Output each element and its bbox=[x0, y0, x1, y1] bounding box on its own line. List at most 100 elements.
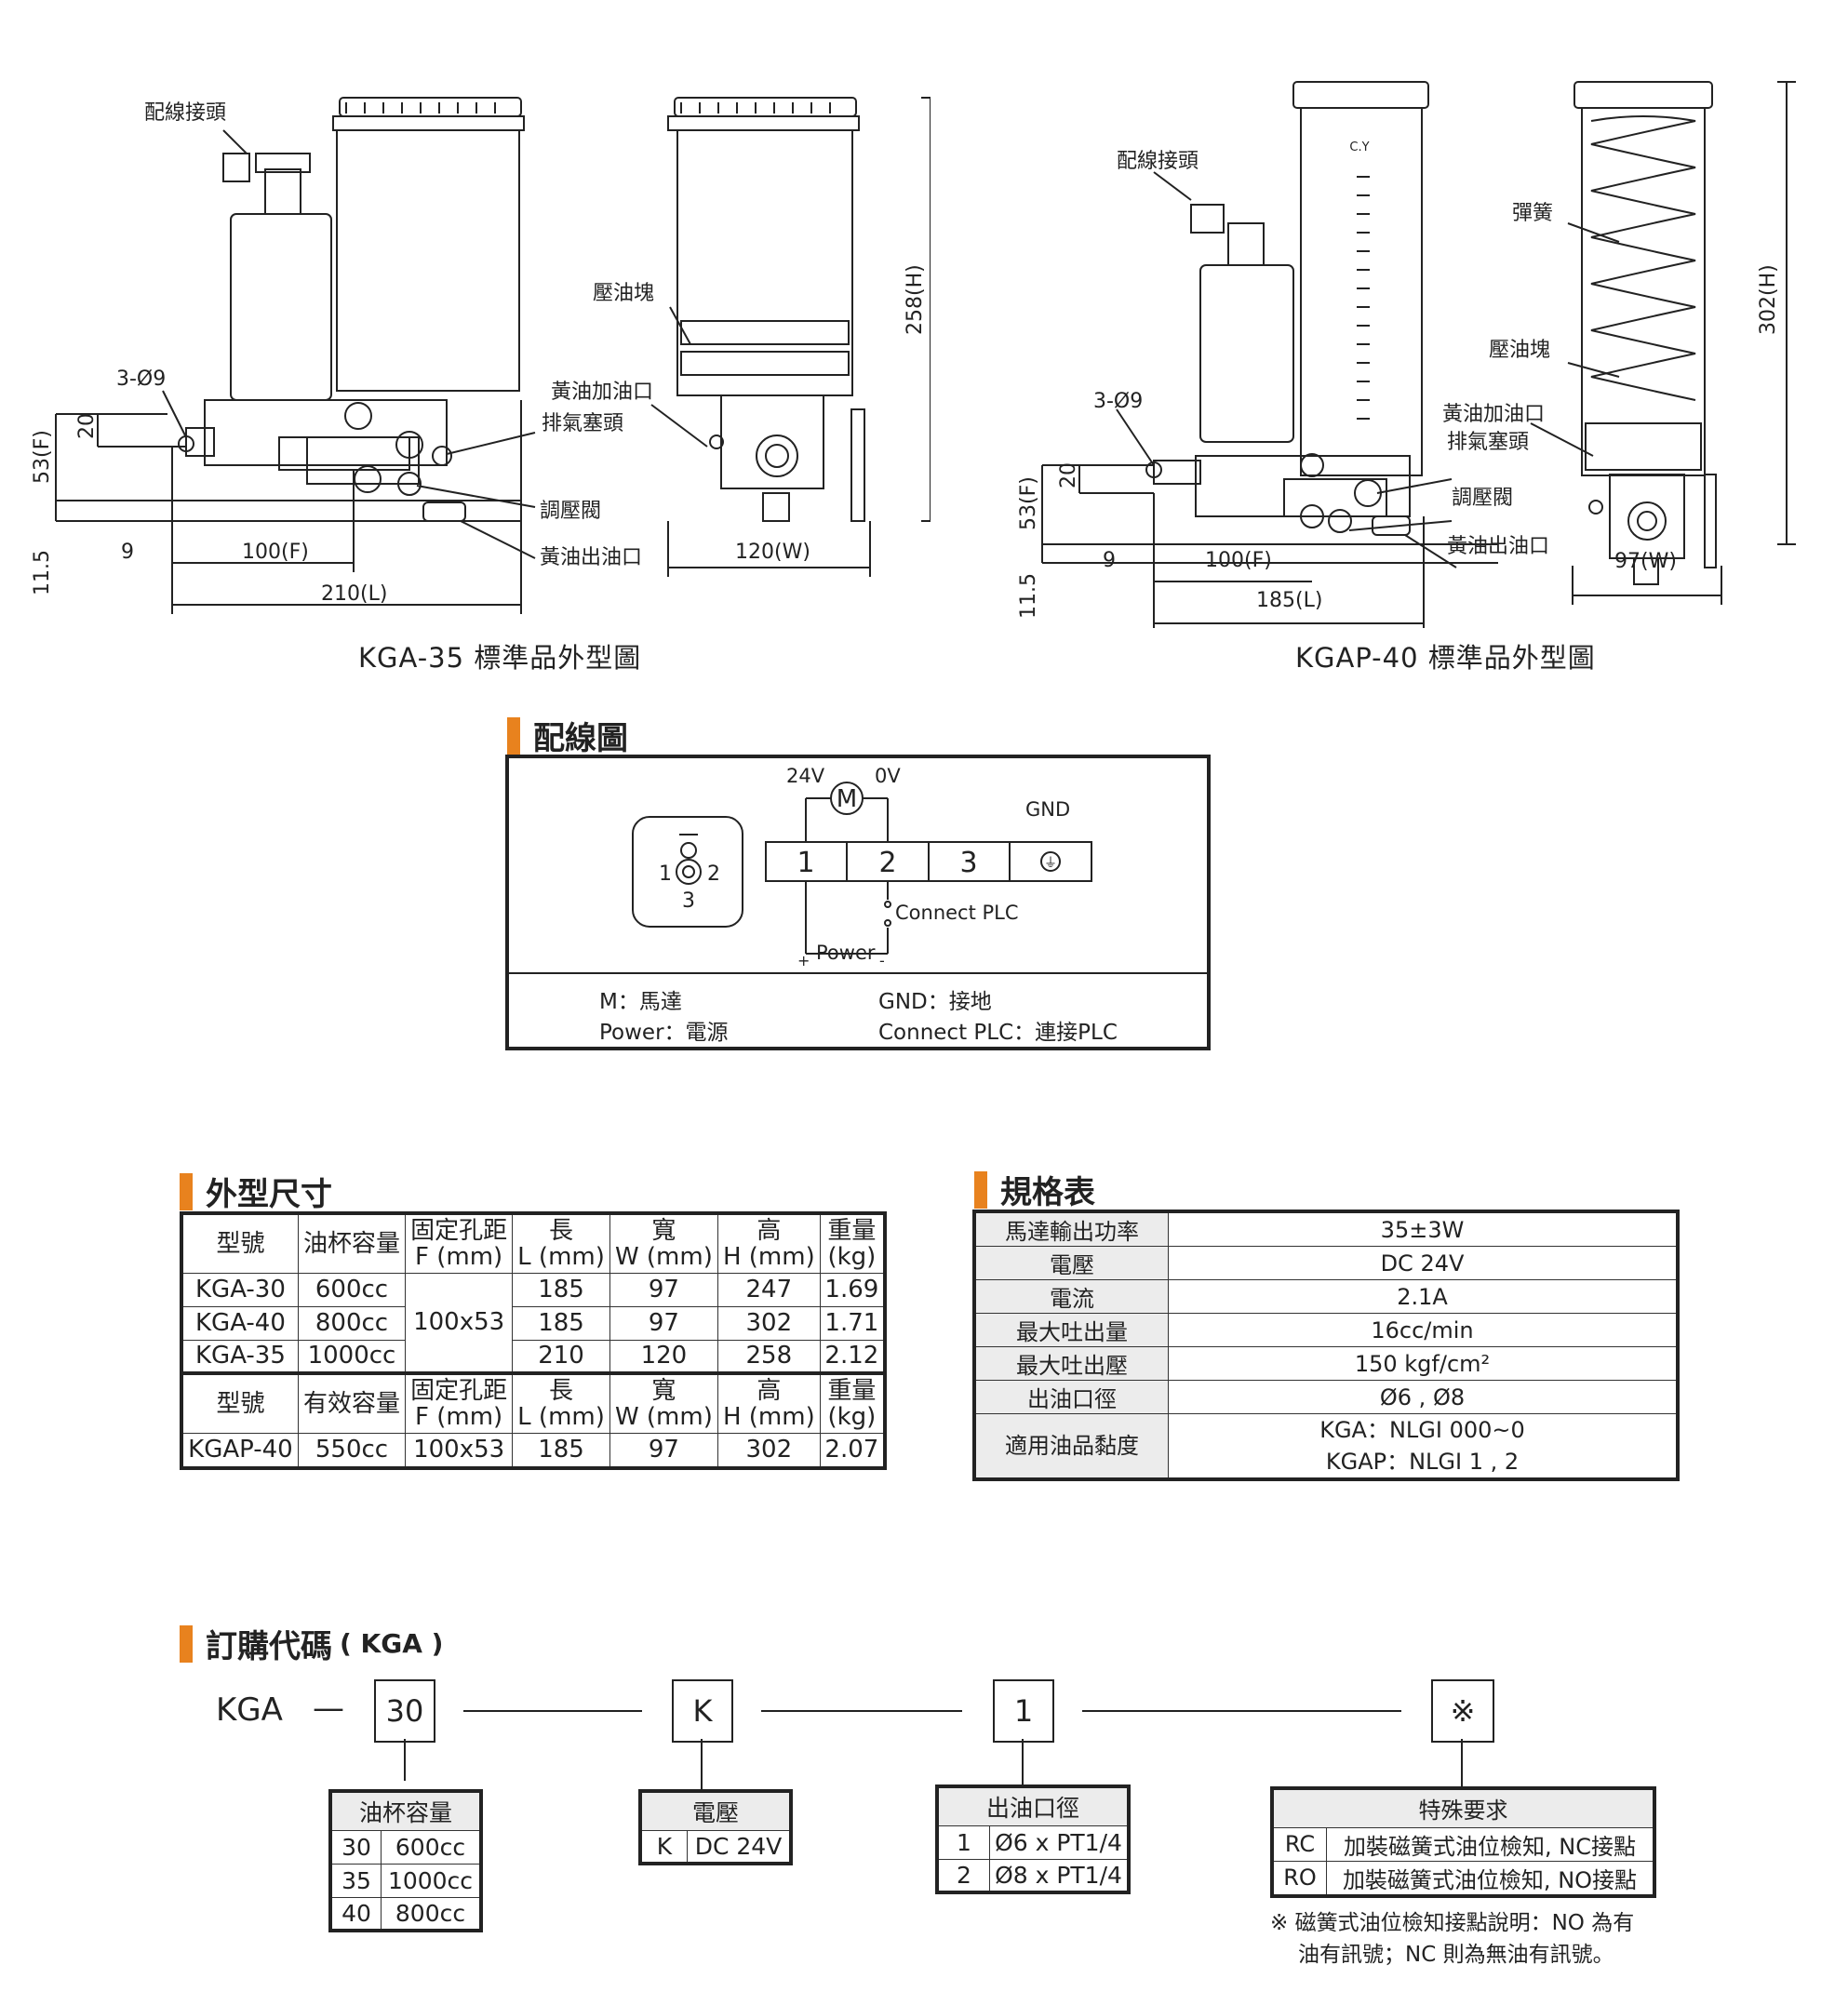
kga35-dim-53f: 53(F) bbox=[31, 430, 54, 484]
wiring-diagram: 24V 0V M GND 1 2 3 ⏚ 1 2 3 Connect PLC P… bbox=[632, 765, 1092, 969]
cell-model: KGA-35 bbox=[181, 1339, 299, 1374]
dimensions-section-title: 外型尺寸 bbox=[180, 1169, 332, 1214]
kgap40-label-plate: 壓油塊 bbox=[1489, 339, 1550, 362]
option-value: Ø8 x PT1/4 bbox=[989, 1858, 1130, 1893]
header-line: 固定孔距 bbox=[410, 1376, 508, 1405]
option-value: DC 24V bbox=[687, 1829, 792, 1865]
cell-model: KGAP-40 bbox=[181, 1432, 299, 1469]
kga35-label-fill: 黃油加油口 bbox=[551, 381, 653, 404]
header-line: 寬 bbox=[651, 1376, 676, 1405]
cell-length: 185 bbox=[512, 1432, 610, 1469]
kgap40-label-holes: 3-Ø9 bbox=[1093, 390, 1143, 413]
cell-fixed-spacing: 100x53 bbox=[405, 1272, 514, 1374]
kga35-dim-9: 9 bbox=[121, 541, 134, 564]
option-code: RO bbox=[1271, 1860, 1327, 1896]
plug-pin-2: 2 bbox=[707, 862, 720, 886]
legend-gnd: GND：接地 bbox=[878, 990, 992, 1014]
header-unit: (kg) bbox=[827, 1242, 877, 1271]
header-unit: W (mm) bbox=[614, 1242, 713, 1271]
header-unit: H (mm) bbox=[722, 1242, 815, 1271]
header-line: 重量 bbox=[827, 1216, 877, 1245]
order-code-capacity: 30 bbox=[374, 1679, 435, 1743]
header-unit: H (mm) bbox=[722, 1402, 815, 1431]
cell-length: 185 bbox=[512, 1272, 610, 1307]
cell-length: 185 bbox=[512, 1305, 610, 1341]
kga35-dim-11-5: 11.5 bbox=[31, 550, 54, 595]
wiring-power-label: Power bbox=[816, 942, 876, 964]
kgap40-label-spring: 彈簧 bbox=[1512, 202, 1553, 225]
wiring-motor-symbol: M bbox=[837, 785, 857, 813]
cell-weight: 1.71 bbox=[819, 1305, 886, 1341]
spec-value: 2.1A bbox=[1168, 1279, 1679, 1314]
connector-line bbox=[1461, 1739, 1463, 1787]
cell-capacity: 600cc bbox=[297, 1272, 407, 1307]
spec-value: 16cc/min bbox=[1168, 1313, 1679, 1347]
cell-model: KGA-40 bbox=[181, 1305, 299, 1341]
order-note-line1: ※ 磁簧式油位檢知接點說明：NO 為有 bbox=[1270, 1911, 1635, 1935]
kgap40-dim-53f: 53(F) bbox=[1017, 476, 1040, 530]
connector-line bbox=[761, 1710, 962, 1712]
legend-plc: Connect PLC：連接PLC bbox=[878, 1021, 1118, 1045]
dimensions-title: 外型尺寸 bbox=[206, 1176, 332, 1213]
cell-height: 258 bbox=[716, 1339, 821, 1374]
cell-model: KGA-30 bbox=[181, 1272, 299, 1307]
cell-length: 210 bbox=[512, 1339, 610, 1374]
wiring-terminal-3: 3 bbox=[959, 847, 977, 879]
table-row: KGA-35 1000cc 210 120 258 2.12 bbox=[181, 1339, 886, 1374]
kga35-caption: KGA-35 標準品外型圖 bbox=[358, 642, 642, 674]
option-code: 40 bbox=[329, 1896, 382, 1931]
wiring-plc-label: Connect PLC bbox=[895, 902, 1019, 924]
section-marker bbox=[974, 1170, 987, 1209]
cell-width: 97 bbox=[609, 1432, 718, 1469]
kgap40-outline-drawing: C.Y 配線接頭 3-Ø9 彈簧 壓油塊 黃油加油口 排氣塞頭 調壓閥 黃油出油… bbox=[1017, 81, 1796, 628]
section-marker bbox=[180, 1624, 193, 1663]
connector-line bbox=[1082, 1710, 1401, 1712]
kga35-label-outlet: 黃油出油口 bbox=[540, 546, 642, 569]
spec-value: Ø6 , Ø8 bbox=[1168, 1380, 1679, 1414]
header-unit: F (mm) bbox=[415, 1402, 503, 1431]
wiring-24v-label: 24V bbox=[786, 765, 825, 787]
spec-label: 最大吐出量 bbox=[973, 1313, 1169, 1347]
spec-label: 電流 bbox=[973, 1279, 1169, 1314]
option-code: 2 bbox=[936, 1858, 990, 1893]
header-unit: W (mm) bbox=[614, 1402, 713, 1431]
section-marker bbox=[180, 1172, 193, 1210]
kgap40-label-valve: 調壓閥 bbox=[1452, 487, 1513, 510]
option-table-title: 特殊要求 bbox=[1271, 1787, 1655, 1828]
legend-power: Power：電源 bbox=[599, 1021, 729, 1045]
viscosity-kgap: KGAP：NLGI 1 , 2 bbox=[1325, 1449, 1520, 1475]
wiring-power-minus: - bbox=[879, 952, 885, 969]
plug-pin-1: 1 bbox=[659, 862, 672, 886]
dim-header-model: 型號 bbox=[181, 1212, 299, 1274]
kga35-label-valve: 調壓閥 bbox=[540, 500, 601, 523]
order-code-special: ※ bbox=[1431, 1679, 1494, 1743]
connector-line bbox=[404, 1739, 406, 1781]
cell-weight: 1.69 bbox=[819, 1272, 886, 1307]
kga35-label-vent: 排氣塞頭 bbox=[542, 412, 623, 435]
kgap40-label-connector: 配線接頭 bbox=[1117, 150, 1199, 173]
dim2-header-weight: 重量(kg) bbox=[819, 1372, 886, 1434]
kgap40-caption: KGAP-40 標準品外型圖 bbox=[1295, 642, 1596, 674]
table-row: KGA-30 600cc 100x53 185 97 247 1.69 bbox=[181, 1272, 886, 1374]
kgap40-dim-11-5: 11.5 bbox=[1017, 573, 1040, 619]
kga35-label-holes: 3-Ø9 bbox=[116, 368, 166, 391]
legend-motor: M：馬達 bbox=[599, 990, 682, 1014]
cell-width: 97 bbox=[609, 1305, 718, 1341]
